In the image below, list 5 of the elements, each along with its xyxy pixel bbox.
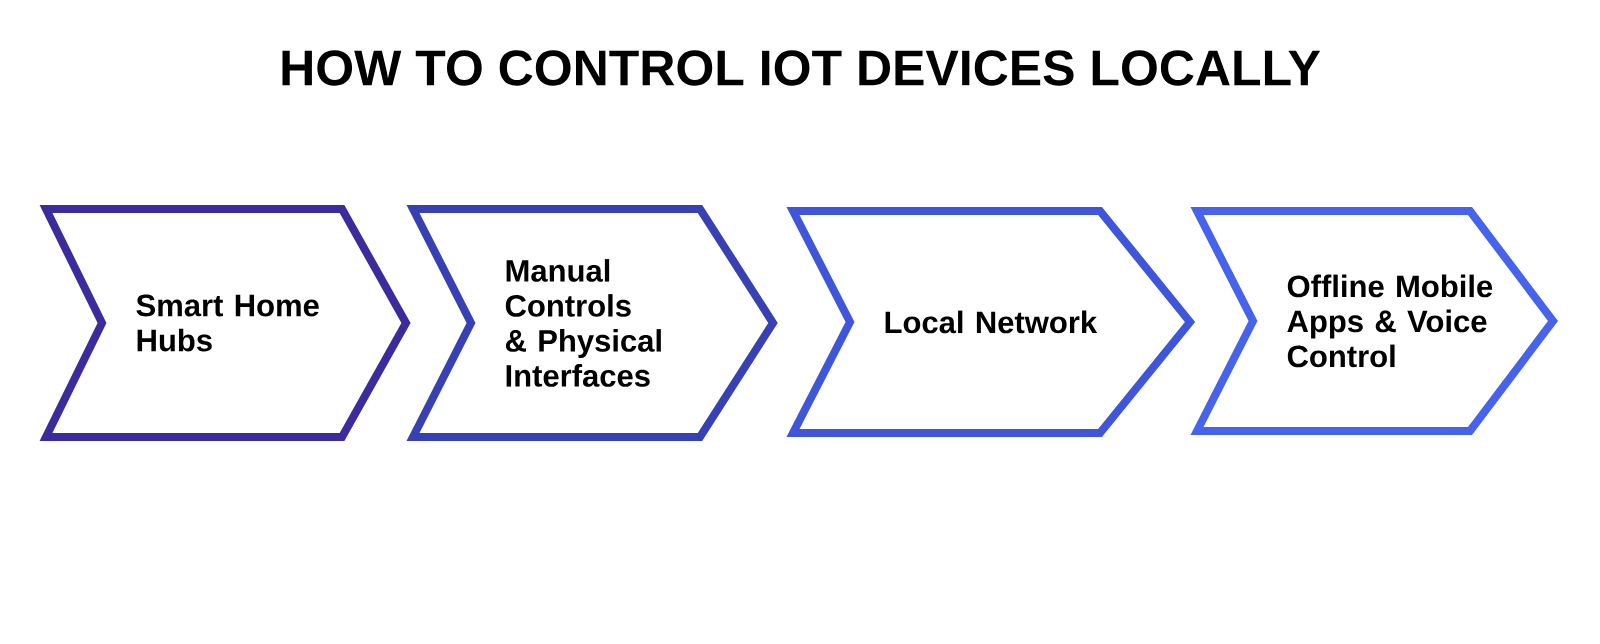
- chevron-box: Smart Home Hubs: [39, 205, 411, 441]
- chevron-box: Manual Controls & Physical Interfaces: [406, 205, 778, 441]
- chevron-box: Offline Mobile Apps & Voice Control: [1190, 207, 1559, 435]
- title: HOW TO CONTROL IOT DEVICES LOCALLY: [282, 50, 1321, 86]
- chevron-box: Local Network: [786, 207, 1196, 437]
